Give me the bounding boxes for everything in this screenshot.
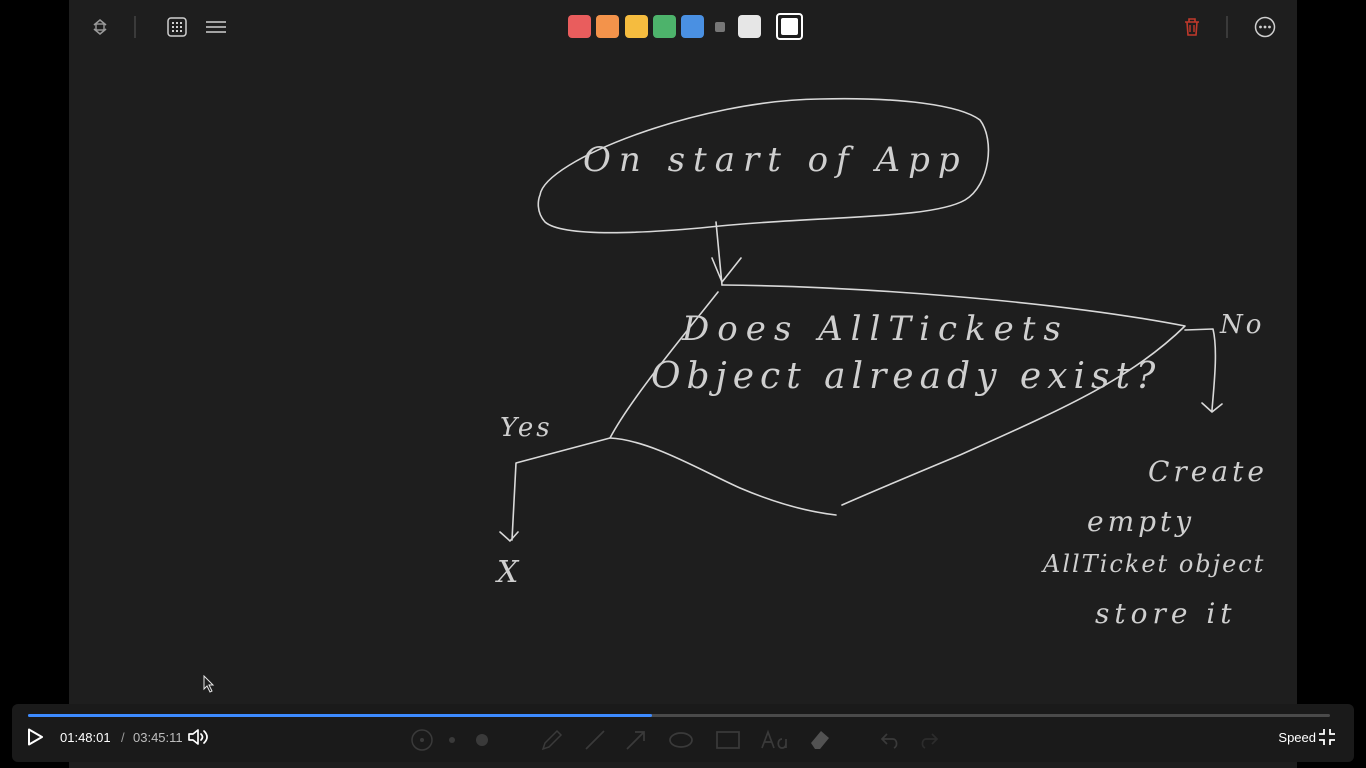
progress-fill	[28, 714, 652, 717]
arrow-tool-icon	[626, 731, 645, 750]
decision-label-line2: Object already exist?	[651, 356, 1162, 397]
large-dot-icon	[476, 734, 488, 746]
speed-button[interactable]: Speed	[1278, 730, 1316, 745]
create-label-line3: AllTicket object	[1043, 550, 1266, 578]
volume-icon[interactable]	[186, 726, 210, 748]
no-label: No	[1220, 310, 1265, 340]
lines-icon[interactable]	[203, 14, 229, 40]
rectangle-tool-icon	[716, 731, 740, 749]
create-label-line4: store it	[1095, 597, 1237, 630]
color-swatch-blue[interactable]	[681, 15, 704, 38]
undo-icon	[880, 733, 898, 749]
more-icon[interactable]	[1252, 14, 1278, 40]
eraser-tool-icon	[811, 731, 829, 749]
selected-color-fill	[781, 18, 798, 35]
trash-icon[interactable]	[1179, 14, 1205, 40]
exit-fullscreen-icon[interactable]	[1316, 726, 1338, 748]
color-swatch-lightgray[interactable]	[738, 15, 761, 38]
small-dot-icon	[449, 737, 455, 743]
top-toolbar	[69, 0, 1297, 54]
duration: 03:45:11	[133, 730, 183, 745]
mouse-cursor-icon	[203, 675, 215, 693]
line-tool-icon	[585, 730, 605, 750]
start-label: On start of App	[583, 140, 968, 180]
color-swatch-yellow[interactable]	[625, 15, 648, 38]
redo-icon	[921, 733, 939, 749]
text-tool-icon	[761, 729, 787, 749]
decision-label-line1: Does AllTickets	[682, 309, 1069, 349]
time-separator: /	[121, 730, 125, 745]
color-swatch-green[interactable]	[653, 15, 676, 38]
ellipse-tool-icon	[669, 732, 693, 748]
color-swatch-orange[interactable]	[596, 15, 619, 38]
pointer-tool-icon	[411, 729, 433, 751]
rotate-icon[interactable]	[87, 14, 113, 40]
yes-label: Yes	[500, 413, 553, 443]
current-time: 01:48:01	[60, 730, 111, 745]
grid-icon[interactable]	[164, 14, 190, 40]
pen-tool-icon	[541, 729, 563, 751]
video-player-bar: 01:48:01 / 03:45:11 Speed	[12, 704, 1354, 762]
x-label: X	[497, 555, 527, 590]
play-button[interactable]	[24, 726, 46, 748]
color-swatch-red[interactable]	[568, 15, 591, 38]
color-swatch-white-selected[interactable]	[776, 13, 803, 40]
progress-bar[interactable]	[28, 714, 1330, 717]
toolbar-divider	[134, 16, 136, 38]
create-label-line2: empty	[1087, 505, 1196, 538]
toolbar-divider	[1226, 16, 1228, 38]
create-label-line1: Create	[1148, 455, 1268, 488]
color-swatch-gray[interactable]	[715, 22, 725, 32]
